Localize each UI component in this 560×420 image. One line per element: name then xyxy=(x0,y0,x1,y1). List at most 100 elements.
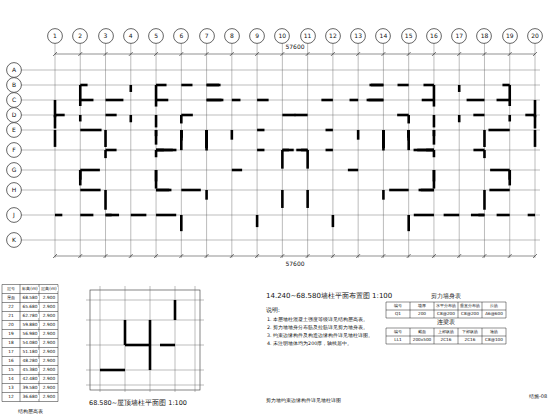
plan-label: 2C16 xyxy=(440,338,453,342)
shear-wall xyxy=(106,214,120,217)
plan-label: 4. 未注明墙体均为200厚，轴线居中。 xyxy=(266,342,353,347)
dimension-tick xyxy=(508,52,512,56)
axis-number: 6 xyxy=(173,28,189,44)
dimension-tick xyxy=(205,52,209,56)
plan-label: 2.900 xyxy=(42,341,56,345)
shear-wall xyxy=(156,214,176,217)
shear-wall xyxy=(489,189,509,192)
grid-line xyxy=(86,300,204,301)
story-table xyxy=(20,285,21,402)
axis-number: 2 xyxy=(72,28,88,44)
dimension-line xyxy=(55,256,535,257)
axis-bubble: B xyxy=(6,77,22,93)
story-table xyxy=(2,347,58,348)
dimension-tick xyxy=(356,52,360,56)
grid-line xyxy=(21,190,540,191)
shear-wall xyxy=(207,84,219,87)
shear-wall xyxy=(326,149,333,152)
dimension-tick xyxy=(104,254,108,258)
shear-wall xyxy=(419,189,434,192)
dimension-tick xyxy=(306,254,310,258)
dimension-tick xyxy=(154,52,158,56)
grid-line xyxy=(21,100,540,101)
grid-line xyxy=(86,345,204,346)
dimension-tick xyxy=(407,52,411,56)
shear-wall xyxy=(232,169,242,172)
shear-wall xyxy=(458,115,461,122)
dimension-tick xyxy=(154,254,158,258)
axis-bubble: E xyxy=(6,122,22,138)
shear-wall xyxy=(398,84,409,87)
axis-bubble: 11 xyxy=(300,28,316,44)
shear-wall xyxy=(483,130,486,147)
grid-line xyxy=(509,43,510,258)
plan-label: 2.900 xyxy=(42,386,56,390)
grid-line xyxy=(55,43,56,258)
grid-line xyxy=(150,286,151,392)
axis-number: 12 xyxy=(325,28,341,44)
dimension-tick xyxy=(280,52,284,56)
plan-label: 标高(m) xyxy=(21,287,39,291)
shear-wall xyxy=(483,150,486,158)
plan-label: 65.680 xyxy=(21,305,38,309)
shear-wall xyxy=(422,99,434,102)
plan-label: 2.900 xyxy=(42,350,56,354)
grid-line xyxy=(21,85,540,86)
plan-label: 18 xyxy=(7,341,14,345)
shear-wall xyxy=(296,149,307,152)
dimension-tick xyxy=(104,52,108,56)
dimension-tick xyxy=(457,52,461,56)
shear-wall xyxy=(502,84,509,87)
plan-label: 3. 约束边缘构件及构造边缘构件详见墙柱详图。 xyxy=(266,334,374,339)
plan-label: 水平分布筋 xyxy=(435,304,457,308)
axis-number: 19 xyxy=(502,28,518,44)
plan-label: 编号 xyxy=(393,330,403,334)
shear-wall xyxy=(321,99,333,102)
beam-table xyxy=(410,328,411,344)
shear-wall xyxy=(180,215,183,231)
shear-wall xyxy=(389,189,408,192)
shear-wall xyxy=(534,130,537,147)
shear-wall xyxy=(80,189,100,192)
beam-table xyxy=(386,328,506,329)
shear-wall xyxy=(54,115,57,128)
axis-bubble: 12 xyxy=(325,28,341,44)
shear-wall xyxy=(207,99,224,102)
grid-line xyxy=(125,286,126,392)
axis-bubble: 19 xyxy=(502,28,518,44)
plan-label: 箍筋 xyxy=(489,330,499,334)
plan-label: 连梁表 xyxy=(436,320,456,326)
shear-wall xyxy=(79,85,82,106)
axis-number: 13 xyxy=(350,28,366,44)
shear-wall xyxy=(80,169,100,172)
plan-label: 14 xyxy=(7,377,14,381)
shear-wall xyxy=(54,130,57,147)
plan-label: Q1 xyxy=(394,312,402,316)
dimension-tick xyxy=(129,52,133,56)
axis-bubble: D xyxy=(6,107,22,123)
plan-label: 层号 xyxy=(6,287,16,291)
plan-label: 62.780 xyxy=(21,314,38,318)
beam-table xyxy=(434,328,435,344)
plan-label: 2C16 xyxy=(464,338,477,342)
plan-label: 59.880 xyxy=(21,323,38,327)
beam-table xyxy=(386,336,506,337)
axis-bubble: 5 xyxy=(148,28,164,44)
plan-label: 36.680 xyxy=(21,395,38,399)
shear-wall xyxy=(155,115,158,127)
shear-wall xyxy=(181,114,193,117)
plan-label: 墙厚 xyxy=(417,304,427,308)
shear-wall xyxy=(104,190,107,210)
shear-wall xyxy=(155,130,158,145)
shear-wall xyxy=(490,169,510,172)
axis-number: D xyxy=(6,107,22,123)
plan-label: 2.900 xyxy=(42,314,56,318)
grid-line xyxy=(195,286,196,392)
grid-line xyxy=(21,240,540,241)
grid-line xyxy=(383,43,384,258)
shear-wall xyxy=(326,129,333,132)
axis-bubble: 8 xyxy=(224,28,240,44)
plan-label: 20 xyxy=(7,323,14,327)
plan-label: 68.580 xyxy=(21,296,38,300)
shear-wall xyxy=(80,99,93,102)
